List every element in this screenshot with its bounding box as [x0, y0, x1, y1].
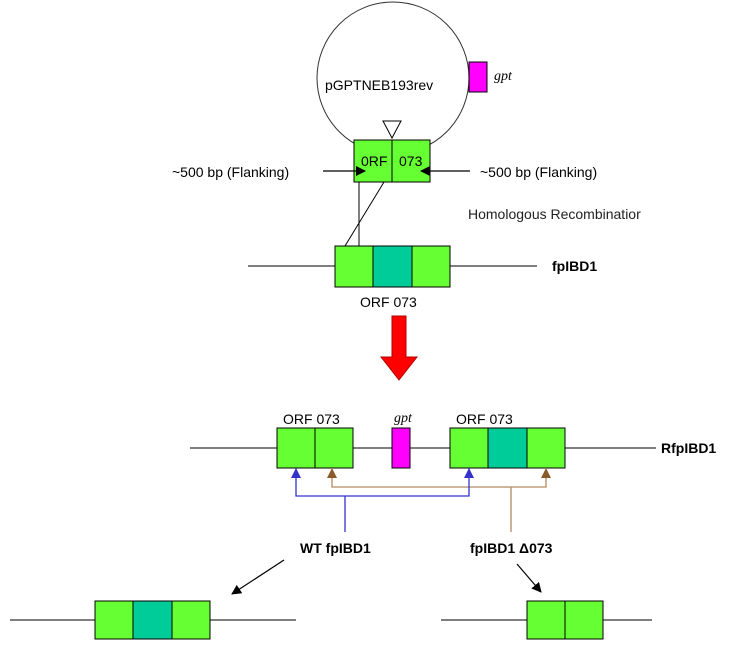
- wt-orf: [132, 600, 173, 640]
- wt-arrowhead-left: [291, 468, 301, 478]
- deletion-recombination-path: [331, 468, 547, 488]
- plasmid-insert-left-label: 0RF: [361, 153, 387, 169]
- insertion-site-marker: [382, 120, 402, 140]
- recombinant-orf-label-left: ORF 073: [283, 411, 340, 427]
- plasmid-gpt-box: [468, 61, 488, 93]
- wt-flank-left: [94, 600, 134, 640]
- process-label: Homologous Recombinatior: [468, 206, 641, 222]
- genome-name: fpIBD1: [552, 258, 597, 274]
- wt-recombination-path: [295, 468, 470, 497]
- flank-left-label: ~500 bp (Flanking): [172, 164, 289, 180]
- recombinant-right-flank-1: [449, 427, 489, 469]
- genome-flank-left: [334, 245, 374, 288]
- wt-outcome-arrow: [231, 559, 285, 595]
- process-arrow: [379, 315, 419, 381]
- plasmid-insert-right-label: 073: [399, 153, 423, 169]
- deletion-arrowhead-right: [541, 468, 551, 478]
- flank-right-label: ~500 bp (Flanking): [480, 164, 597, 180]
- wt-arrowhead-right: [464, 468, 474, 478]
- genome-flank-right: [411, 245, 451, 288]
- recombinant-right-flank-2: [526, 427, 566, 469]
- recombinant-left-flank-2: [314, 427, 354, 469]
- wt-outcome-label: WT fpIBD1: [300, 540, 371, 556]
- crossover-line-2: [344, 181, 385, 247]
- plasmid-name: pGPTNEB193rev: [325, 77, 433, 93]
- genome-orf: [372, 245, 413, 288]
- plasmid-gpt-label: gpt: [494, 69, 513, 84]
- recombinant-gpt-box: [391, 427, 411, 469]
- deletion-flank-left: [526, 600, 566, 640]
- genome-orf-label: ORF 073: [360, 294, 417, 310]
- deletion-arrowhead-left: [327, 468, 337, 478]
- wt-flank-right: [171, 600, 211, 640]
- recombinant-name: RfpIBD1: [661, 440, 716, 456]
- recombinant-orf-label-right: ORF 073: [456, 411, 513, 427]
- recombinant-orf: [487, 427, 528, 469]
- recombinant-gpt-label: gpt: [394, 411, 413, 426]
- recombinant-left-flank-1: [276, 427, 316, 469]
- deletion-outcome-label: fpIBD1 Δ073: [470, 540, 553, 556]
- deletion-outcome-arrow: [516, 563, 542, 593]
- deletion-flank-right: [564, 600, 604, 640]
